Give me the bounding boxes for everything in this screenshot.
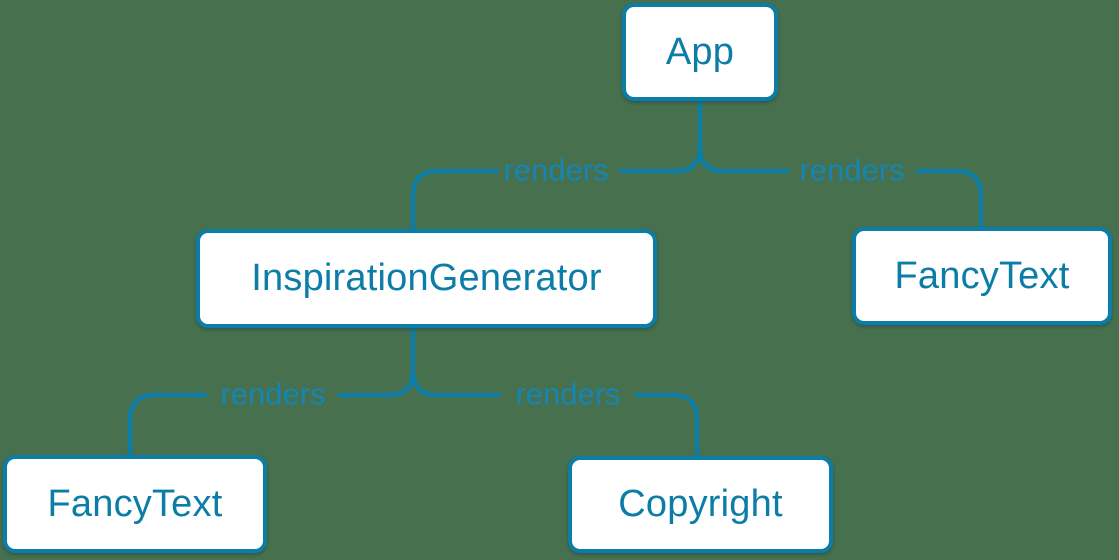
node-app: App (622, 3, 778, 101)
edge-label-renders-app-fancytext: renders (799, 152, 905, 188)
edge-inspirationgenerator-copyright-segment-b (634, 392, 700, 459)
node-fancytext-right: FancyText (852, 227, 1112, 325)
edge-label-renders-app-inspirationgenerator: renders (503, 152, 609, 188)
node-fancytext-left: FancyText (3, 455, 267, 553)
edge-app-inspirationgenerator-segment-b (410, 168, 500, 232)
edge-app-fancytext-segment-a (697, 144, 790, 174)
edge-label-renders-inspirationgenerator-fancytext: renders (220, 376, 326, 412)
edge-app-inspirationgenerator-segment-a (619, 98, 703, 174)
edge-inspirationgenerator-copyright-segment-a (410, 368, 501, 398)
edge-inspirationgenerator-fancytext-segment-a (337, 368, 416, 398)
edge-inspirationgenerator-fancytext-segment-b (127, 392, 208, 458)
edge-app-fancytext-segment-b (915, 168, 984, 230)
edge-label-renders-inspirationgenerator-copyright: renders (515, 376, 621, 412)
node-inspirationgenerator: InspirationGenerator (196, 229, 657, 328)
node-copyright: Copyright (568, 456, 833, 553)
